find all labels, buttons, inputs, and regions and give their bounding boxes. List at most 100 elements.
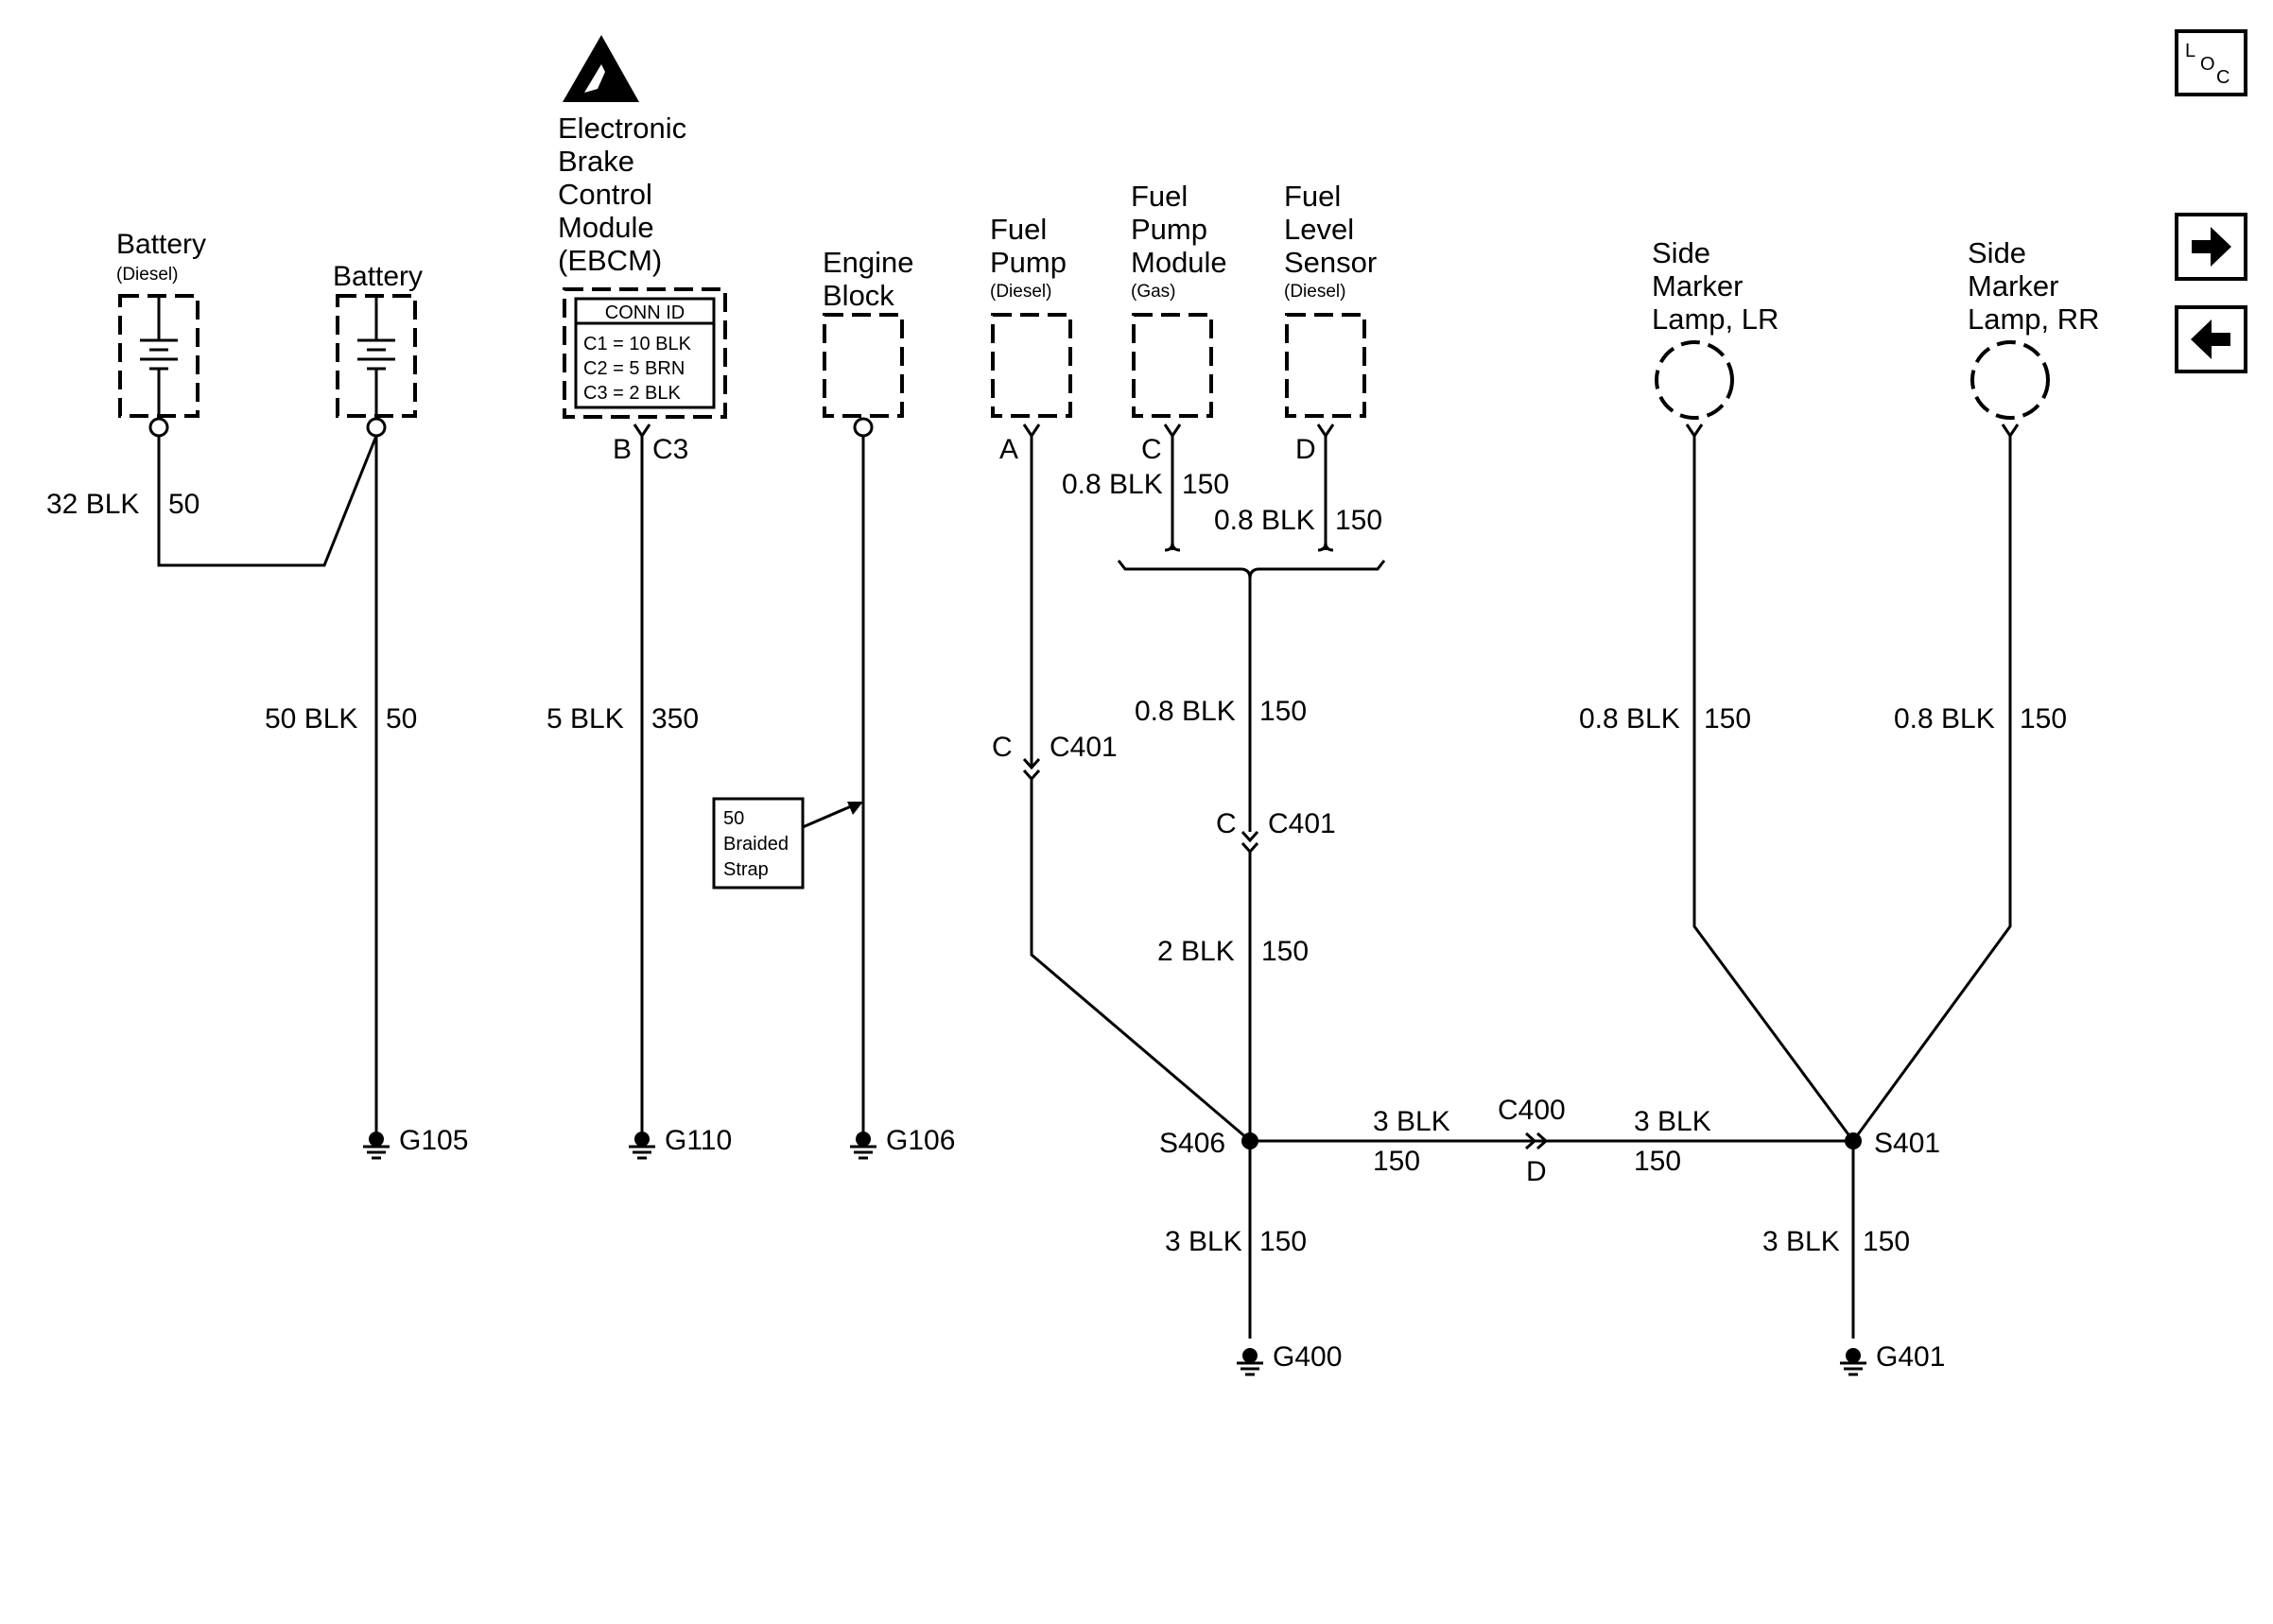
strap-line-2: Braided [723, 834, 789, 855]
ebcm-pin: B [613, 434, 632, 465]
fls-pin: D [1295, 434, 1316, 465]
esd-warning-icon [563, 35, 639, 102]
rr-wire-gauge: 0.8 BLK [1894, 703, 1995, 734]
engine-block-terminal [853, 417, 874, 438]
fuel-pump-module: Fuel Pump Module (Gas) [1131, 180, 1227, 418]
battery-terminal [366, 417, 387, 438]
fpm-line-1: Fuel [1131, 180, 1188, 213]
s401-g401-circuit: 150 [1863, 1226, 1910, 1257]
engine-block: Engine Block [823, 246, 914, 438]
ebcm-ground-gauge: 5 BLK [547, 703, 624, 734]
merged-lower-gauge: 2 BLK [1157, 936, 1235, 967]
ebcm-name-line-5: (EBCM) [558, 244, 662, 277]
fls-variant: (Diesel) [1284, 282, 1345, 302]
fuel-pump-pin: A [999, 434, 1018, 465]
lamp-icon [1970, 340, 2050, 420]
battery-diesel: Battery (Diesel) [116, 229, 206, 438]
merged-lower-circuit: 150 [1261, 936, 1309, 967]
c401-a-pin: C [992, 732, 1013, 763]
fuel-pump-variant: (Diesel) [990, 282, 1051, 302]
fuel-pump-to-s406-wire [1030, 779, 1249, 1141]
arrow-right-icon [2192, 227, 2231, 267]
ebcm-pin-connector-icon [633, 423, 651, 439]
battery-label: Battery [333, 261, 423, 292]
ebcm-name-line-3: Control [558, 178, 652, 211]
wire-merge-bracket [1117, 542, 1386, 579]
conn-id-table [574, 297, 716, 409]
ebcm-connector: C3 [652, 434, 688, 465]
lr-wire [1692, 436, 1855, 1142]
c401-a-name: C401 [1050, 732, 1118, 763]
ground-icon [1840, 1348, 1866, 1376]
ebcm-name-line-2: Brake [558, 145, 634, 178]
battery-symbol-icon [140, 296, 178, 416]
rr-pin-icon [2001, 423, 2020, 439]
fls-line-2: Level [1284, 213, 1354, 246]
arrow-left-icon [2191, 320, 2230, 359]
fpm-line-2: Pump [1131, 213, 1207, 246]
fuel-level-sensor: Fuel Level Sensor (Diesel) [1284, 180, 1377, 418]
rr-wire [1851, 436, 2012, 1142]
fpm-pin: C [1141, 434, 1162, 465]
fls-pin-icon [1316, 423, 1335, 439]
conn-id-row-2: C2 = 5 BRN [583, 358, 685, 379]
battery-link-circuit: 50 [168, 489, 200, 520]
engine-block-line-2: Block [823, 279, 894, 312]
ebcm-ground-circuit: 350 [651, 703, 699, 734]
fls-wire-circuit: 150 [1335, 505, 1382, 536]
strap-line-3: Strap [723, 859, 769, 880]
fls-line-1: Fuel [1284, 180, 1341, 213]
bus-right-circuit: 150 [1634, 1146, 1681, 1177]
battery-diesel-terminal [148, 417, 169, 438]
ebcm-module: Electronic Brake Control Module (EBCM) C… [558, 35, 727, 419]
merged-upper-circuit: 150 [1259, 696, 1307, 727]
lr-line-1: Side [1652, 236, 1710, 269]
ground-g106-label: G106 [886, 1125, 955, 1156]
splice-s406-label: S406 [1159, 1128, 1225, 1159]
lr-wire-circuit: 150 [1704, 703, 1751, 734]
fls-line-3: Sensor [1284, 246, 1377, 279]
fpm-line-3: Module [1131, 246, 1227, 279]
battery-diesel-label: Battery [116, 229, 206, 260]
callout-arrow-icon [847, 802, 863, 815]
previous-page-button[interactable] [2175, 305, 2247, 373]
c400-name: C400 [1498, 1095, 1566, 1126]
c401-b-name: C401 [1268, 808, 1336, 839]
loc-letter-c: C [2216, 67, 2230, 88]
ground-g110-label: G110 [665, 1125, 732, 1156]
lamp-icon [1655, 340, 1734, 420]
conn-id-title: CONN ID [605, 302, 685, 323]
c401-b-pin: C [1216, 808, 1237, 839]
fuel-pump-pin-icon [1022, 423, 1041, 439]
fuel-pump-line-1: Fuel [990, 213, 1047, 246]
splice-s401-label: S401 [1874, 1128, 1940, 1159]
rr-wire-circuit: 150 [2020, 703, 2067, 734]
ground-icon [363, 1132, 390, 1160]
battery-symbol-icon [357, 296, 395, 416]
lr-line-2: Marker [1652, 269, 1743, 302]
next-page-button[interactable] [2175, 213, 2247, 281]
s401-g401-gauge: 3 BLK [1762, 1226, 1840, 1257]
lr-line-3: Lamp, LR [1652, 302, 1778, 336]
conn-id-row-3: C3 = 2 BLK [583, 383, 682, 404]
engine-block-line-1: Engine [823, 246, 914, 279]
fpm-variant: (Gas) [1131, 282, 1176, 302]
ground-icon [850, 1132, 876, 1160]
ground-g105-label: G105 [399, 1125, 468, 1156]
side-marker-lamp-rr: Side Marker Lamp, RR [1968, 236, 2100, 420]
bus-left-gauge: 3 BLK [1373, 1106, 1450, 1137]
merged-upper-gauge: 0.8 BLK [1135, 696, 1236, 727]
strap-line-1: 50 [723, 808, 744, 829]
loc-letter-o: O [2200, 54, 2215, 75]
battery-main-circuit: 50 [386, 703, 417, 734]
location-button[interactable]: L O C [2175, 29, 2247, 96]
ground-g401-label: G401 [1876, 1341, 1945, 1373]
fls-wire-gauge: 0.8 BLK [1214, 505, 1315, 536]
s406-g400-circuit: 150 [1259, 1226, 1307, 1257]
fuel-pump-line-2: Pump [990, 246, 1067, 279]
c400-connector-icon [1525, 1132, 1549, 1150]
s406-g400-gauge: 3 BLK [1165, 1226, 1242, 1257]
battery-link-wire [157, 435, 378, 567]
ground-g400-label: G400 [1273, 1341, 1342, 1373]
rr-line-3: Lamp, RR [1968, 302, 2100, 336]
